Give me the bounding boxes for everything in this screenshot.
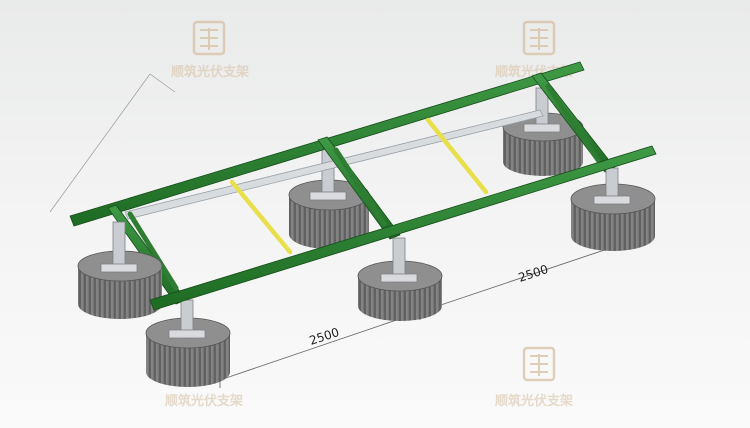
- purlin-rear: [124, 109, 544, 220]
- watermark-label: 顺筑光伏支架: [165, 393, 243, 409]
- post-front-center: [380, 237, 418, 283]
- yellow-braces: [229, 117, 489, 255]
- post-front-front: [168, 299, 206, 339]
- watermark-label: 顺筑光伏支架: [171, 64, 249, 80]
- dimension-left-guide: [49, 73, 176, 213]
- watermark-label: 顺筑光伏支架: [495, 393, 573, 409]
- watermark-top-left: 顺筑光伏支架: [171, 20, 249, 80]
- rail-front: [149, 145, 657, 311]
- post-front-left: [100, 221, 138, 273]
- ballast-front-right: [570, 183, 656, 251]
- watermark-bottom-right: 顺筑光伏支架: [495, 346, 573, 409]
- brace-right: [425, 117, 489, 195]
- support-struts: [127, 83, 601, 291]
- brace-left: [229, 179, 293, 255]
- dimension-label-right: 2500: [517, 262, 550, 285]
